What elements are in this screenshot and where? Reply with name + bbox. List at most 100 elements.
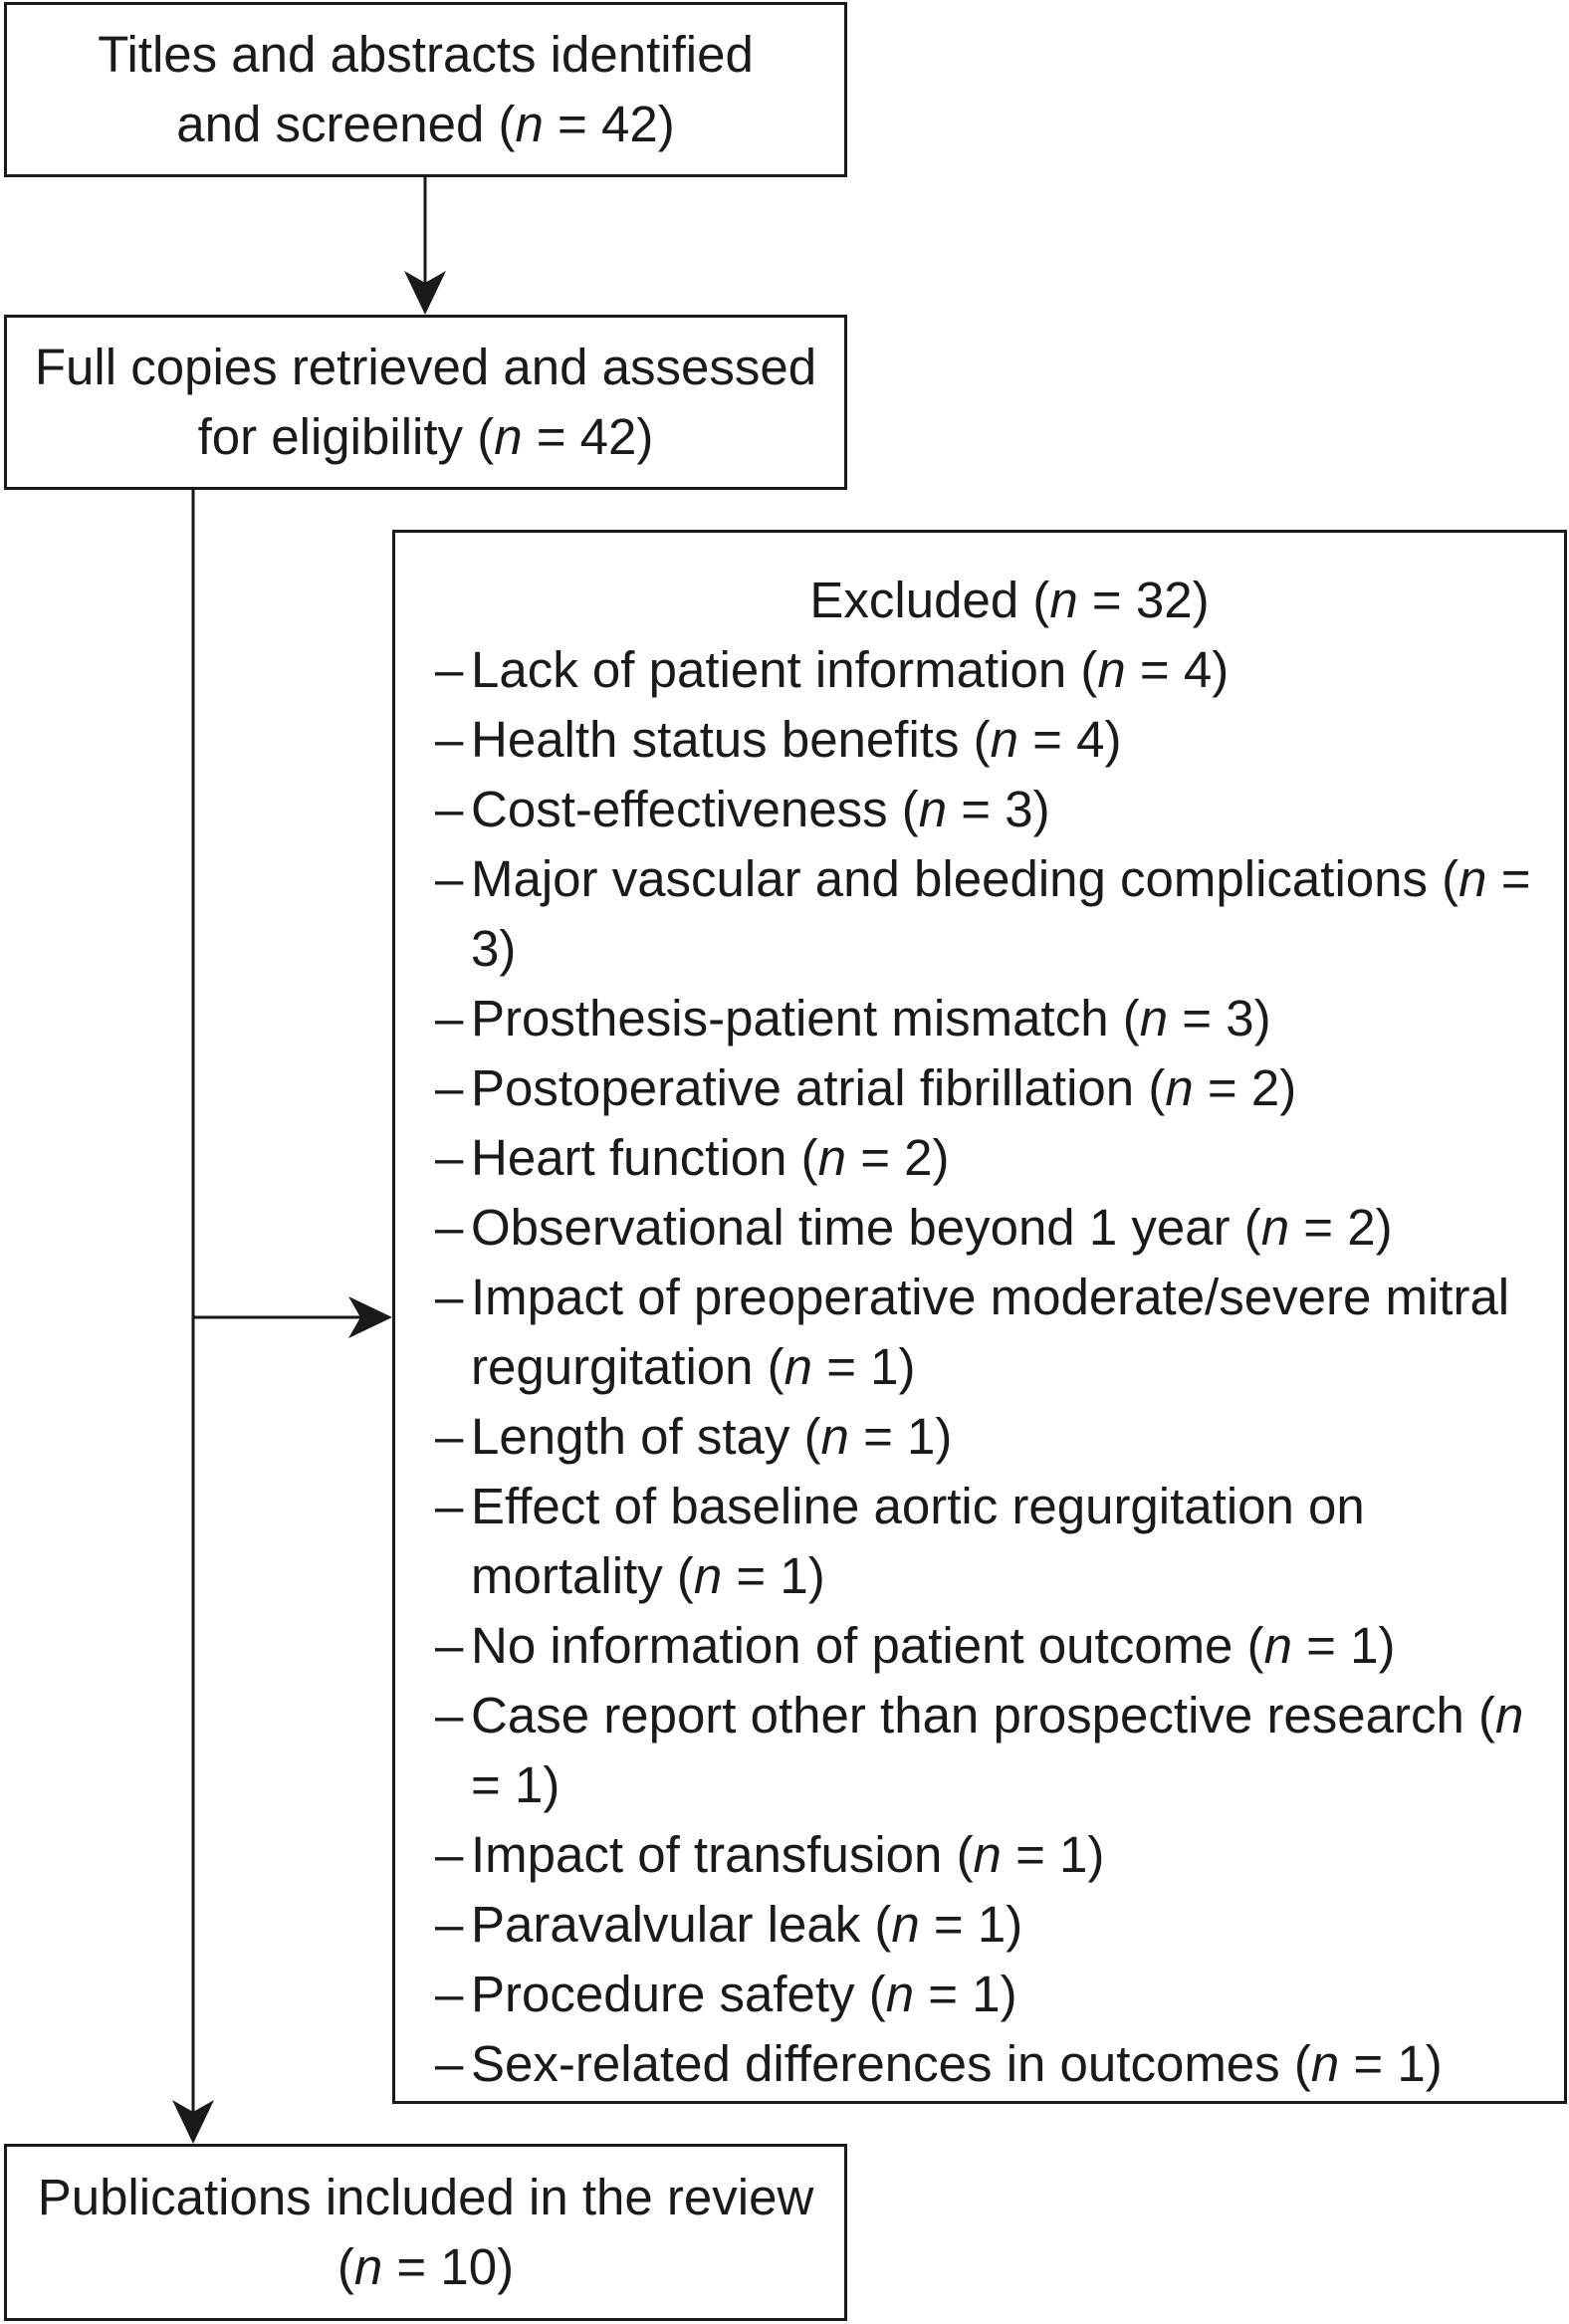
exclusion-item-label: Postoperative atrial fibrillation ( <box>471 1059 1166 1116</box>
exclusion-item-count: = 3) <box>1168 990 1271 1046</box>
included-box: Publications included in the review (n =… <box>4 2144 847 2321</box>
exclusion-item-count: = 4) <box>1125 641 1230 698</box>
exclusion-item-text: Major vascular and bleeding complication… <box>471 844 1564 984</box>
exclusion-item-label: Health status benefits ( <box>471 711 991 768</box>
screened-box: Titles and abstracts identified and scre… <box>4 2 847 177</box>
arrow-to-excluded-head <box>348 1296 392 1338</box>
exclusion-item-label: Procedure safety ( <box>471 1966 886 2022</box>
exclusion-item-text: Impact of preoperative moderate/severe m… <box>471 1263 1564 1402</box>
exclusion-item-count: = 1) <box>722 1547 825 1604</box>
screened-line-2: and screened (n = 42) <box>176 90 674 159</box>
exclusion-reasons-list: –Lack of patient information (n = 4)–Hea… <box>395 635 1564 2099</box>
exclusion-item-count: = 1) <box>812 1338 916 1395</box>
list-dash: – <box>435 1826 464 1883</box>
n-symbol: n <box>973 1826 1002 1883</box>
exclusion-item: –Health status benefits (n = 4) <box>435 705 1564 775</box>
retrieved-count: = 42) <box>522 408 654 465</box>
list-dash: – <box>435 1687 464 1743</box>
screened-label: and screened ( <box>176 96 516 152</box>
exclusion-item: –Impact of transfusion (n = 1) <box>435 1820 1564 1890</box>
included-line-1: Publications included in the review <box>37 2169 814 2225</box>
arrow-screened-to-retrieved-head <box>404 271 446 315</box>
exclusion-item-text: Health status benefits (n = 4) <box>471 705 1564 775</box>
exclusion-item-text: Prosthesis-patient mismatch (n = 3) <box>471 984 1564 1053</box>
list-dash: – <box>435 2035 464 2092</box>
exclusion-item: –Sex-related differences in outcomes (n … <box>435 2029 1564 2099</box>
list-dash: – <box>435 1478 464 1534</box>
exclusion-item: –Postoperative atrial fibrillation (n = … <box>435 1053 1564 1123</box>
list-dash: – <box>435 1059 464 1116</box>
n-symbol: n <box>353 2238 383 2295</box>
excluded-box: Excluded (n = 32) –Lack of patient infor… <box>392 530 1567 2104</box>
exclusion-item-text: Case report other than prospective resea… <box>471 1681 1564 1820</box>
exclusion-item-label: Impact of transfusion ( <box>471 1826 974 1883</box>
exclusion-item: –Impact of preoperative moderate/severe … <box>435 1263 1564 1402</box>
exclusion-item-label: Cost-effectiveness ( <box>471 781 919 837</box>
exclusion-item-label: Prosthesis-patient mismatch ( <box>471 990 1140 1046</box>
excluded-label: Excluded ( <box>809 572 1050 628</box>
list-dash: – <box>435 711 464 768</box>
exclusion-item-text: Length of stay (n = 1) <box>471 1402 1564 1472</box>
retrieved-label: for eligibility ( <box>197 408 495 465</box>
exclusion-item-label: Sex-related differences in outcomes ( <box>471 2035 1311 2092</box>
list-dash: – <box>435 990 464 1046</box>
exclusion-item-text: Cost-effectiveness (n = 3) <box>471 775 1564 844</box>
exclusion-item: –Procedure safety (n = 1) <box>435 1960 1564 2029</box>
retrieved-line-1: Full copies retrieved and assessed <box>34 339 817 395</box>
screened-line-1: Titles and abstracts identified <box>98 26 754 83</box>
exclusion-item: –Cost-effectiveness (n = 3) <box>435 775 1564 844</box>
n-symbol: n <box>784 1338 813 1395</box>
exclusion-item-text: Heart function (n = 2) <box>471 1123 1564 1193</box>
n-symbol: n <box>494 408 523 465</box>
n-symbol: n <box>918 781 948 837</box>
n-symbol: n <box>891 1896 920 1953</box>
exclusion-item-count: = 2) <box>846 1129 950 1186</box>
exclusion-item-text: Observational time beyond 1 year (n = 2) <box>471 1193 1564 1263</box>
exclusion-item: –Major vascular and bleeding complicatio… <box>435 844 1564 984</box>
exclusion-item: –Lack of patient information (n = 4) <box>435 635 1564 705</box>
exclusion-item: –Observational time beyond 1 year (n = 2… <box>435 1193 1564 1263</box>
list-dash: – <box>435 1896 464 1953</box>
screened-count: = 42) <box>543 96 675 152</box>
exclusion-item-count: = 3) <box>471 850 1531 977</box>
exclusion-item-text: Sex-related differences in outcomes (n =… <box>471 2029 1564 2099</box>
n-symbol: n <box>693 1547 723 1604</box>
exclusion-item-count: = 1) <box>919 1896 1023 1953</box>
excluded-heading: Excluded (n = 32) <box>395 566 1564 635</box>
list-dash: – <box>435 641 464 698</box>
included-paren: ( <box>336 2238 354 2295</box>
exclusion-item: –Case report other than prospective rese… <box>435 1681 1564 1820</box>
exclusion-item-label: Length of stay ( <box>471 1408 821 1465</box>
list-dash: – <box>435 1408 464 1465</box>
exclusion-item-label: Observational time beyond 1 year ( <box>471 1199 1261 1256</box>
list-dash: – <box>435 1129 464 1186</box>
included-line-2: (n = 10) <box>337 2232 514 2302</box>
n-symbol: n <box>1310 2035 1340 2092</box>
n-symbol: n <box>817 1129 847 1186</box>
n-symbol: n <box>515 96 544 152</box>
exclusion-item-text: Postoperative atrial fibrillation (n = 2… <box>471 1053 1564 1123</box>
n-symbol: n <box>1458 850 1487 907</box>
exclusion-item: –Effect of baseline aortic regurgitation… <box>435 1472 1564 1611</box>
n-symbol: n <box>1495 1687 1524 1743</box>
retrieved-box: Full copies retrieved and assessed for e… <box>4 315 847 490</box>
exclusion-item-text: Effect of baseline aortic regurgitation … <box>471 1472 1564 1611</box>
arrow-retrieved-to-included-head <box>172 2100 214 2144</box>
retrieved-line-2: for eligibility (n = 42) <box>198 402 654 472</box>
exclusion-item-label: Effect of baseline aortic regurgitation … <box>471 1478 1365 1604</box>
exclusion-item: –Heart function (n = 2) <box>435 1123 1564 1193</box>
exclusion-item-text: No information of patient outcome (n = 1… <box>471 1611 1564 1681</box>
n-symbol: n <box>820 1408 849 1465</box>
list-dash: – <box>435 781 464 837</box>
exclusion-item-count: = 1) <box>848 1408 953 1465</box>
exclusion-item-label: Heart function ( <box>471 1129 818 1186</box>
exclusion-item-count: = 4) <box>1017 711 1122 768</box>
exclusion-item-label: Impact of preoperative moderate/severe m… <box>471 1269 1510 1395</box>
exclusion-item-count: = 1) <box>914 1966 1017 2022</box>
n-symbol: n <box>1049 572 1078 628</box>
exclusion-item-count: = 1) <box>1001 1826 1105 1883</box>
exclusion-item: –Prosthesis-patient mismatch (n = 3) <box>435 984 1564 1053</box>
n-symbol: n <box>990 711 1018 768</box>
n-symbol: n <box>885 1966 915 2022</box>
